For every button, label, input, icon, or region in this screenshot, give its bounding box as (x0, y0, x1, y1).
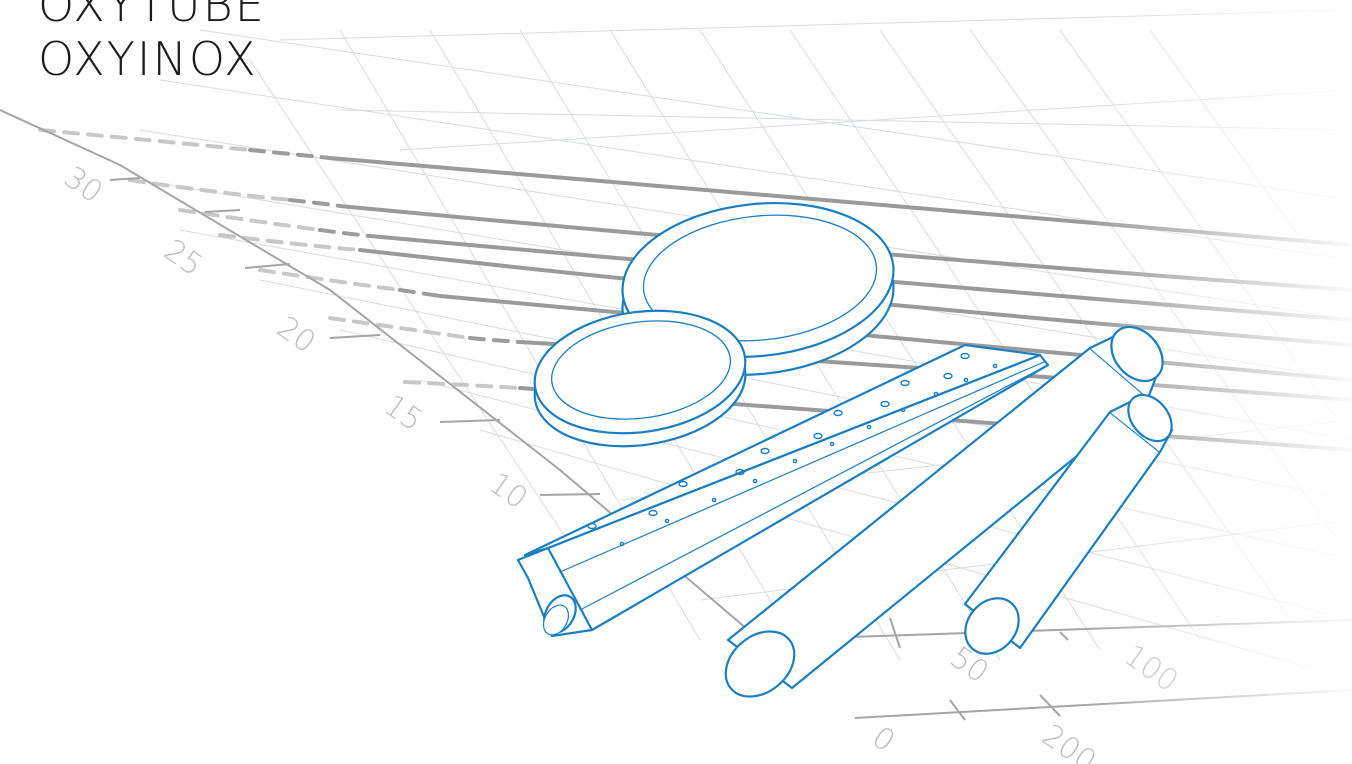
short-tube-diffuser (963, 393, 1174, 655)
product-drawings (516, 201, 1174, 698)
title-oxytube: OXYTUBE (38, 0, 266, 32)
long-tube-diffuser (724, 325, 1164, 698)
product-titles: OXYTUBE OXYINOX (38, 0, 266, 86)
bar-diffuser (516, 343, 1050, 638)
small-disc-diffuser (533, 309, 747, 448)
title-oxyinox: OXYINOX (38, 32, 258, 86)
large-disc-diffuser (621, 201, 895, 377)
